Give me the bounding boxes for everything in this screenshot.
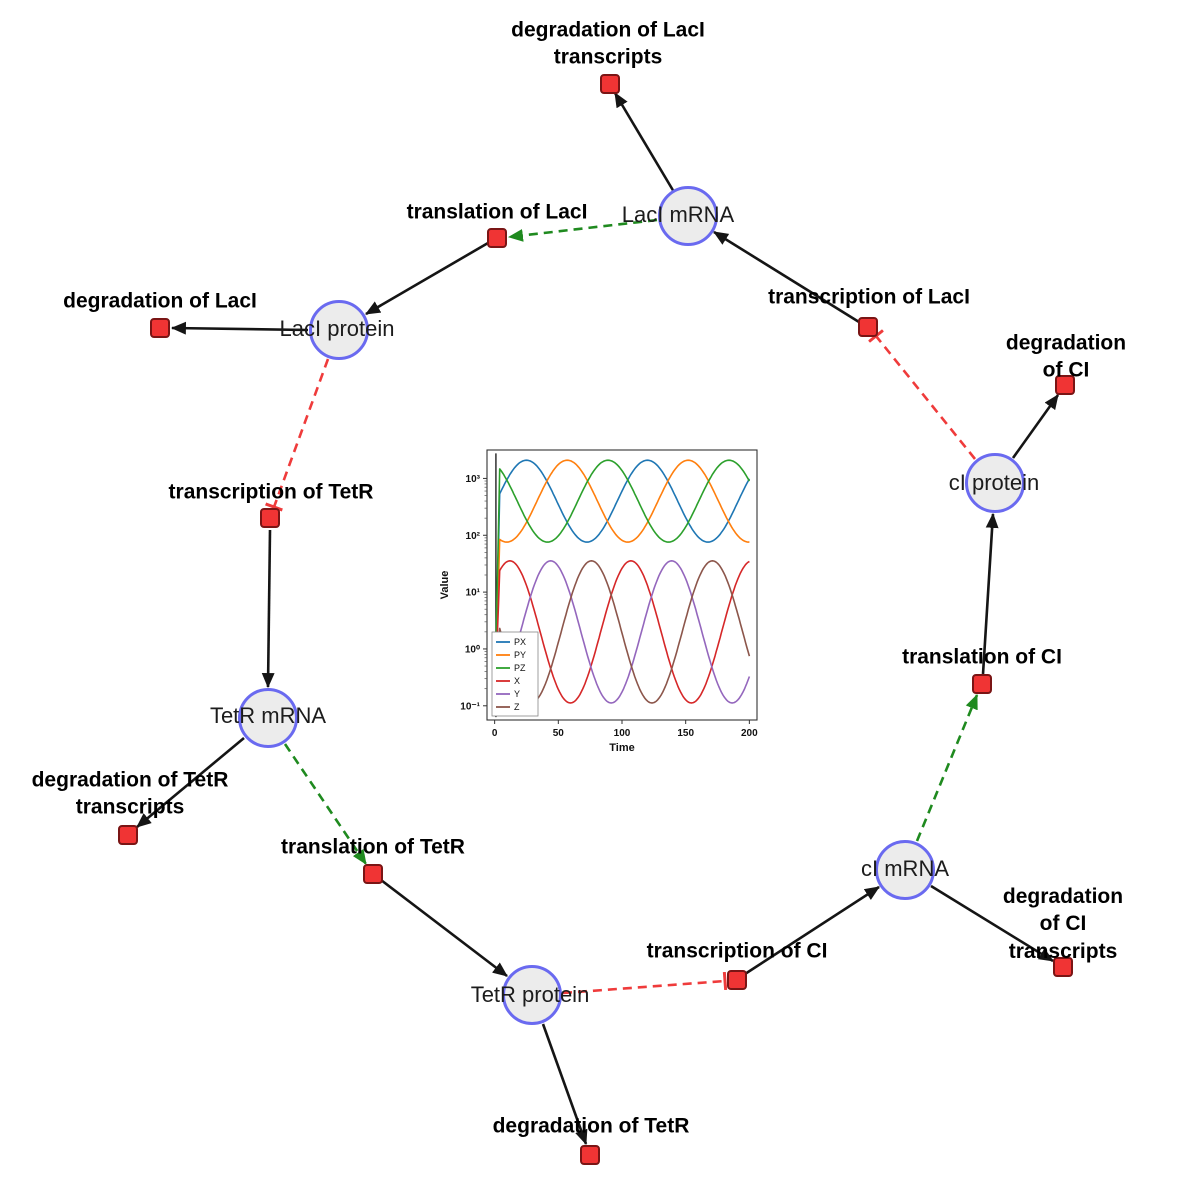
legend-label-Y: Y [514, 689, 520, 699]
reaction-node-degradation-of-laci[interactable] [150, 318, 170, 338]
edge-transcription-of-ci-to-ci-mrna [744, 885, 880, 976]
species-node-ci-mrna[interactable] [875, 840, 935, 900]
x-tick-label: 100 [614, 728, 631, 739]
curve-Y [493, 560, 751, 707]
reaction-node-translation-of-tetr[interactable] [363, 864, 383, 884]
x-tick-label: 50 [553, 728, 565, 739]
reaction-node-translation-of-ci[interactable] [972, 674, 992, 694]
species-node-tetr-mrna[interactable] [238, 688, 298, 748]
edge-laci-mrna-to-degradation-of-laci-transcripts [613, 92, 676, 193]
x-tick-label: 0 [492, 728, 498, 739]
edge-translation-of-ci-to-ci-protein [981, 512, 999, 675]
x-axis-label: Time [609, 742, 634, 754]
edge-tetr-protein-inhibits-transcription-of-ci [562, 971, 728, 995]
reaction-node-degradation-of-tetr[interactable] [580, 1145, 600, 1165]
legend-label-PX: PX [514, 637, 526, 647]
reaction-node-degradation-of-ci[interactable] [1055, 375, 1075, 395]
reaction-node-degradation-of-tetr-transcripts[interactable] [118, 825, 138, 845]
species-node-tetr-protein[interactable] [502, 965, 562, 1025]
curve-PZ [493, 459, 751, 706]
edge-translation-of-tetr-to-tetr-protein [380, 878, 508, 978]
edge-laci-protein-inhibits-transcription-of-tetr [265, 358, 330, 512]
edge-laci-protein-to-degradation-of-laci [170, 321, 309, 335]
reaction-node-degradation-of-laci-transcripts[interactable] [600, 74, 620, 94]
y-axis-label: Value [439, 571, 451, 600]
legend-label-X: X [514, 676, 520, 686]
edge-transcription-of-tetr-to-tetr-mrna [261, 529, 275, 689]
edge-tetr-protein-to-degradation-of-tetr [541, 1023, 588, 1146]
edge-ci-protein-to-degradation-of-ci [1011, 394, 1060, 459]
reaction-node-transcription-of-laci[interactable] [858, 317, 878, 337]
curve-PX [493, 459, 751, 706]
edge-ci-protein-inhibits-transcription-of-laci [868, 329, 977, 460]
x-tick-label: 200 [741, 728, 758, 739]
curve-PY [493, 459, 750, 706]
edge-tetr-mrna-to-degradation-of-tetr-transcripts [136, 737, 245, 828]
y-tick-label: 10² [466, 531, 481, 542]
edge-tetr-mrna-modifies-translation-of-tetr [283, 743, 368, 865]
curve-X [493, 560, 750, 706]
edge-ci-mrna-to-degradation-of-ci-transcripts [930, 884, 1054, 963]
x-tick-label: 150 [677, 728, 694, 739]
legend-label-Z: Z [514, 702, 520, 712]
reaction-node-degradation-of-ci-transcripts[interactable] [1053, 957, 1073, 977]
legend-label-PZ: PZ [514, 663, 526, 673]
edge-ci-mrna-modifies-translation-of-ci [915, 694, 979, 842]
reaction-node-transcription-of-tetr[interactable] [260, 508, 280, 528]
edge-translation-of-laci-to-laci-protein [365, 241, 489, 316]
edge-transcription-of-laci-to-laci-mrna [713, 230, 860, 324]
reaction-node-translation-of-laci[interactable] [487, 228, 507, 248]
legend-box [491, 631, 539, 717]
species-node-laci-protein[interactable] [309, 300, 369, 360]
edge-laci-mrna-modifies-translation-of-laci [507, 218, 658, 242]
y-tick-label: 10³ [466, 474, 481, 485]
species-node-ci-protein[interactable] [965, 453, 1025, 513]
legend-label-PY: PY [514, 650, 526, 660]
species-node-laci-mrna[interactable] [658, 186, 718, 246]
reaction-node-transcription-of-ci[interactable] [727, 970, 747, 990]
y-tick-label: 10⁰ [465, 644, 480, 655]
y-tick-label: 10¹ [466, 588, 481, 599]
y-tick-label: 10⁻¹ [460, 701, 480, 712]
